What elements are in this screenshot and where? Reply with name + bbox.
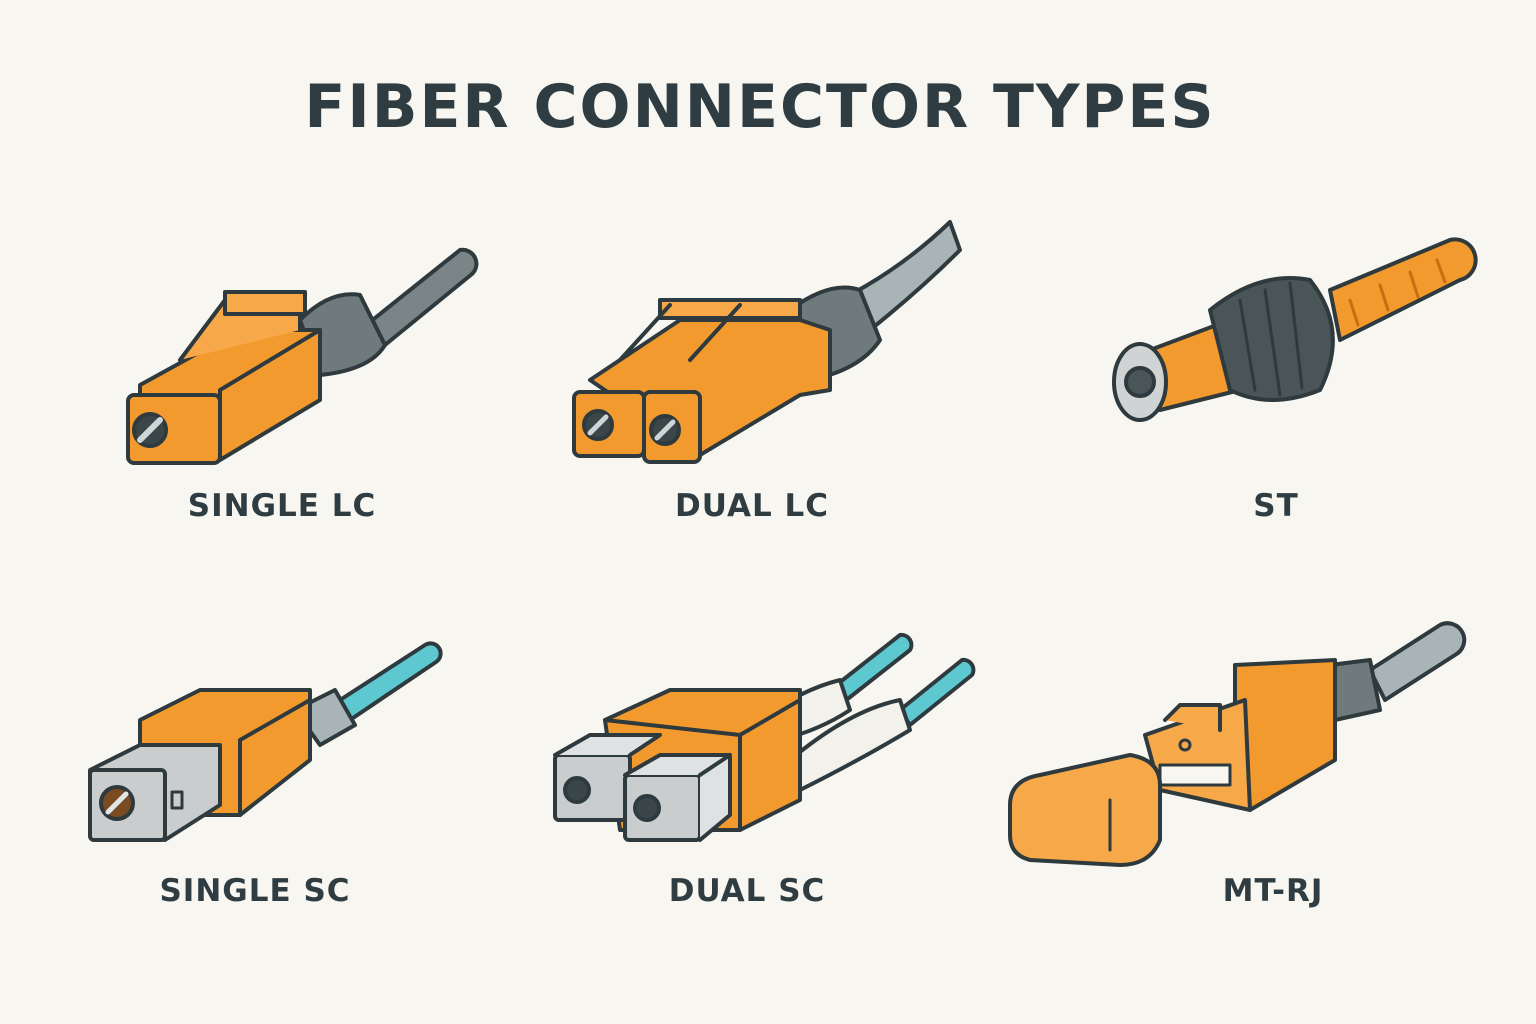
label-st: ST: [1253, 488, 1299, 524]
single-sc-connector-illustration: [88, 641, 443, 842]
page-title: FIBER CONNECTOR TYPES: [304, 72, 1216, 142]
mt-rj-connector-illustration: [1008, 621, 1467, 867]
label-dual-sc: DUAL SC: [668, 873, 826, 909]
label-single-sc: SINGLE SC: [159, 873, 351, 909]
label-dual-lc: DUAL LC: [675, 488, 829, 524]
dual-lc-connector-illustration: [572, 220, 962, 464]
dual-sc-connector-illustration: [553, 632, 976, 842]
label-mt-rj: MT-RJ: [1222, 873, 1324, 909]
label-single-lc: SINGLE LC: [187, 488, 377, 524]
st-connector-illustration: [1112, 237, 1478, 422]
single-lc-connector-illustration: [126, 247, 479, 465]
